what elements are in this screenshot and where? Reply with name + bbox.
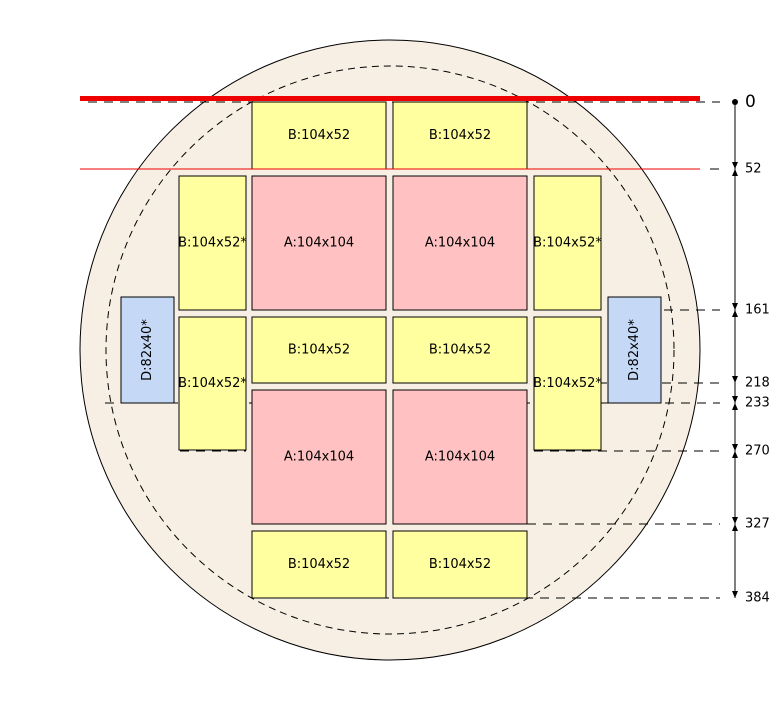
- die-block-label: D:82x40*: [627, 319, 642, 381]
- die-block-rect: [251, 389, 387, 525]
- die-block-rect: [392, 101, 528, 170]
- die-block-label: A:104x104: [425, 236, 495, 251]
- die-block-label: B:104x52: [429, 343, 491, 358]
- dimension-label-52: 52: [745, 162, 762, 177]
- dimension-label-218: 218: [745, 376, 770, 391]
- die-block-b-bottom-2: B:104x52: [392, 530, 528, 599]
- die-block-rect: [533, 175, 602, 311]
- die-block-d-right: D:82x40*: [607, 296, 662, 404]
- die-block-label: B:104x52*: [533, 236, 602, 251]
- dimension-arrowhead: [732, 444, 738, 451]
- die-block-rect: [251, 175, 387, 311]
- dimension-arrowhead: [732, 524, 738, 531]
- die-block-rect: [392, 530, 528, 599]
- die-block-rect: [533, 316, 602, 451]
- die-block-rect: [251, 530, 387, 599]
- dimension-origin-dot: [732, 99, 738, 105]
- dimension-arrowhead: [732, 162, 738, 169]
- dimension-arrowhead: [732, 303, 738, 310]
- dimension-arrowhead: [732, 591, 738, 598]
- dimension-arrowhead: [732, 403, 738, 410]
- die-block-label: A:104x104: [425, 450, 495, 465]
- die-block-label: B:104x52: [288, 343, 350, 358]
- dimension-arrowhead: [732, 310, 738, 317]
- die-block-b-bottom-1: B:104x52: [251, 530, 387, 599]
- die-block-label: B:104x52*: [533, 376, 602, 391]
- wafer-usable-area-boundary: [105, 65, 675, 635]
- die-block-b-top-1: B:104x52: [251, 101, 387, 170]
- die-block-b-rot-right-lower: B:104x52*: [533, 316, 602, 451]
- die-block-b-rot-left-upper: B:104x52*: [178, 175, 247, 311]
- dimension-arrowhead: [732, 396, 738, 403]
- die-block-rect: [392, 175, 528, 311]
- die-block-b-mid-2: B:104x52: [392, 316, 528, 384]
- die-block-b-mid-1: B:104x52: [251, 316, 387, 384]
- dimension-arrowhead: [732, 376, 738, 383]
- die-block-label: A:104x104: [284, 236, 354, 251]
- die-block-rect: [120, 296, 175, 404]
- die-block-rect: [392, 389, 528, 525]
- dimension-label-0: 0: [745, 92, 756, 112]
- dimension-label-161: 161: [745, 303, 770, 318]
- dimension-label-327: 327: [745, 517, 770, 532]
- dimension-label-384: 384: [745, 591, 770, 606]
- dimension-arrowhead: [732, 451, 738, 458]
- die-block-label: B:104x52: [288, 128, 350, 143]
- dimension-label-270: 270: [745, 444, 770, 459]
- die-block-b-rot-right-upper: B:104x52*: [533, 175, 602, 311]
- dimension-axis: 0 52 161 218 233 270 327 384: [732, 92, 770, 606]
- die-block-b-rot-left-lower: B:104x52*: [178, 316, 247, 451]
- die-block-label: B:104x52: [288, 557, 350, 572]
- die-block-rect: [178, 316, 247, 451]
- die-block-label: A:104x104: [284, 450, 354, 465]
- die-block-rect: [178, 175, 247, 311]
- die-block-rect: [607, 296, 662, 404]
- die-block-a-lower-2: A:104x104: [392, 389, 528, 525]
- die-block-b-top-2: B:104x52: [392, 101, 528, 170]
- die-block-label: B:104x52*: [178, 376, 247, 391]
- die-block-a-lower-1: A:104x104: [251, 389, 387, 525]
- dimension-arrowhead: [732, 169, 738, 176]
- die-block-label: B:104x52: [429, 557, 491, 572]
- die-block-a-upper-2: A:104x104: [392, 175, 528, 311]
- die-block-label: B:104x52: [429, 128, 491, 143]
- dimension-arrowhead: [732, 517, 738, 524]
- die-block-rect: [392, 316, 528, 384]
- die-block-label: B:104x52*: [178, 236, 247, 251]
- die-block-label: D:82x40*: [140, 319, 155, 381]
- reference-lines: [80, 96, 700, 170]
- die-block-d-left: D:82x40*: [120, 296, 175, 404]
- die-block-rect: [251, 316, 387, 384]
- die-block-a-upper-1: A:104x104: [251, 175, 387, 311]
- dimension-label-233: 233: [745, 396, 770, 411]
